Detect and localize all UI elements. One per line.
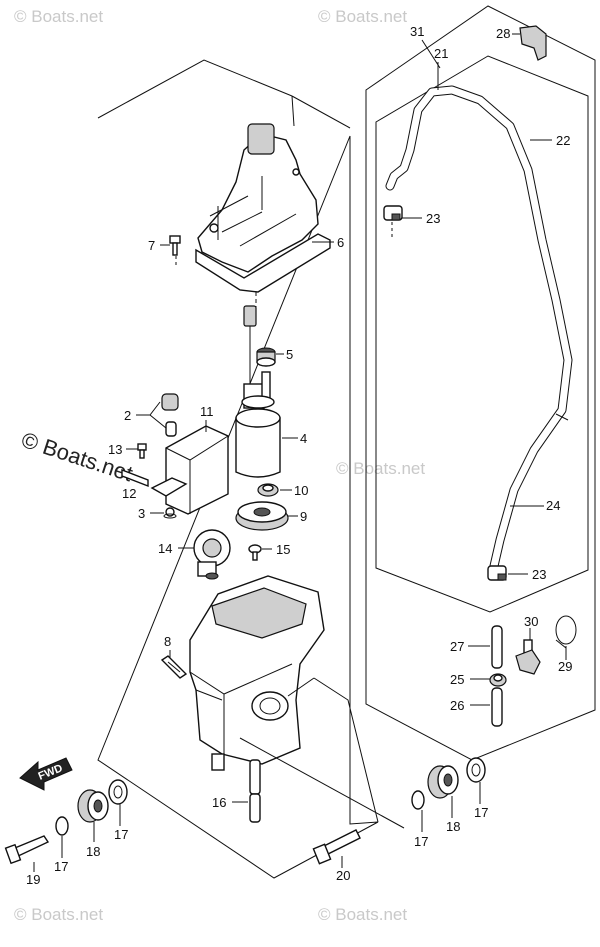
callout-9: 9 (300, 509, 307, 524)
part-22-hose (385, 85, 573, 571)
part-11-fuel-cooler (165, 425, 229, 515)
part-17-washer-right-a (411, 790, 425, 810)
part-25-clip (489, 673, 507, 687)
part-18-grommet-left (77, 789, 109, 823)
vapor-separator-body (189, 575, 325, 771)
callout-2: 2 (124, 408, 131, 423)
guide-line-vs-to-right (313, 677, 379, 823)
hose-joint-24 (555, 413, 569, 421)
callout-28: 28 (496, 26, 510, 41)
part-2-fitting (161, 393, 179, 437)
callout-18-left: 18 (86, 844, 100, 859)
callout-26: 26 (450, 698, 464, 713)
callout-6: 6 (337, 235, 344, 250)
callout-18-right: 18 (446, 819, 460, 834)
callout-21: 21 (434, 46, 448, 61)
hose-inner (386, 86, 572, 570)
callout-15: 15 (276, 542, 290, 557)
callout-14: 14 (158, 541, 172, 556)
part-12-bracket (121, 468, 188, 497)
watermark-top-right: © Boats.net (318, 7, 407, 26)
callout-8: 8 (164, 634, 171, 649)
hose-kit-inner-frame (375, 55, 589, 613)
part-18-grommet-right (427, 765, 459, 799)
callout-17-left-a: 17 (54, 859, 68, 874)
part-16-tube (249, 759, 261, 823)
callout-27: 27 (450, 639, 464, 654)
part-13-screw (137, 443, 147, 459)
part-28-clamp (519, 25, 547, 61)
part-19-bolt-left (4, 835, 50, 865)
part-9-pump-holder (235, 501, 289, 531)
callout-29: 29 (558, 659, 572, 674)
callout-10: 10 (294, 483, 308, 498)
callout-13: 13 (108, 442, 122, 457)
callout-12: 12 (122, 486, 136, 501)
part-23-clip-bottom (487, 565, 507, 581)
part-27-tube (491, 625, 503, 669)
part-15-screw (248, 544, 262, 561)
callout-5: 5 (286, 347, 293, 362)
part-17-collar-right-b (466, 757, 486, 783)
callout-19: 19 (26, 872, 40, 887)
part-20-bolt-right (312, 829, 361, 865)
callout-7: 7 (148, 238, 155, 253)
callout-31: 31 (410, 24, 424, 39)
callout-22: 22 (556, 133, 570, 148)
fwd-arrow-icon: FWD (19, 757, 73, 791)
left-frame-top-inner (291, 95, 351, 129)
part-23-clip-top (383, 205, 403, 221)
part-17-washer-left-a (55, 816, 69, 836)
watermark-bottom-left: © Boats.net (14, 905, 103, 924)
guide-line-vs-bottom (239, 737, 405, 829)
part-17-collar-left-b (108, 779, 128, 805)
callout-23-bottom: 23 (532, 567, 546, 582)
callout-17-right-a: 17 (414, 834, 428, 849)
part-7-screw (169, 235, 181, 256)
callout-25: 25 (450, 672, 464, 687)
part-8-bolt (160, 655, 188, 679)
callout-16: 16 (212, 795, 226, 810)
callout-20: 20 (336, 868, 350, 883)
guide-line-vs-to-hose (287, 677, 315, 697)
part-3-screw (163, 507, 177, 519)
part-6-cover-unit (195, 123, 331, 293)
callout-24: 24 (546, 498, 560, 513)
callout-4: 4 (300, 431, 307, 446)
part-10-seal (257, 483, 279, 497)
callout-11: 11 (200, 404, 214, 419)
watermark-top-left: © Boats.net (14, 7, 103, 26)
part-5-grommet (256, 347, 276, 367)
callout-line-2 (136, 401, 167, 429)
hose-kit-frame (365, 5, 596, 761)
callout-3: 3 (138, 506, 145, 521)
part-29-clip (555, 615, 577, 649)
callout-17-left-b: 17 (114, 827, 128, 842)
cover-connector (247, 123, 275, 155)
part-14-regulator (193, 529, 231, 580)
part-4-fuel-pump (235, 305, 281, 478)
callout-17-right-b: 17 (474, 805, 488, 820)
callout-line-31 (421, 39, 441, 69)
watermark-bottom-right: © Boats.net (318, 905, 407, 924)
watermark-middle-right: © Boats.net (336, 459, 425, 478)
callout-30: 30 (524, 614, 538, 629)
part-30-connector (515, 639, 541, 675)
part-26-tube (491, 687, 503, 727)
callout-23-top: 23 (426, 211, 440, 226)
